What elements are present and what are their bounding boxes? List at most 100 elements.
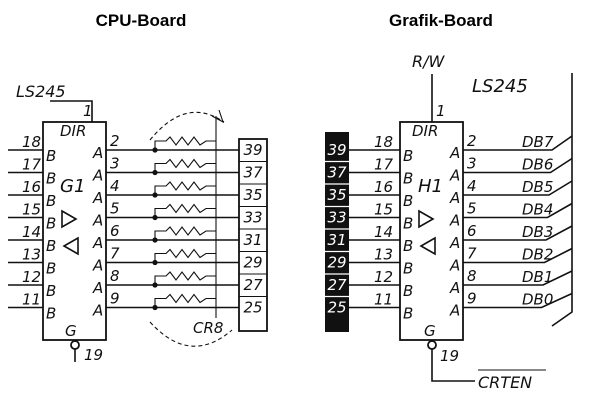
grafik-b-pin: 18 <box>374 133 393 151</box>
cpu-g-inversion-bubble <box>70 340 80 350</box>
grafik-ls245-chip <box>399 121 464 341</box>
grafik-a-label: A <box>449 212 460 230</box>
grafik-data-wire <box>463 270 573 286</box>
cpu-pullup-resistor <box>154 271 216 285</box>
cpu-chip-part-label: LS245 <box>16 82 66 101</box>
grafik-a-pin: 5 <box>467 200 477 218</box>
cpu-g-label: G <box>65 322 77 340</box>
cpu-pullup-resistor <box>154 293 216 308</box>
grafik-bus-edge <box>551 73 573 327</box>
cpu-a-pin: 5 <box>110 200 120 218</box>
cpu-a-label: A <box>92 167 103 185</box>
grafik-data-wire <box>463 157 573 174</box>
cpu-connector-pin: 33 <box>243 209 262 227</box>
grafik-g-pin: 19 <box>440 347 459 365</box>
grafik-chip-part-label: LS245 <box>472 76 528 97</box>
cpu-connector-pin: 27 <box>243 276 263 294</box>
grafik-a-pin: 8 <box>467 267 477 285</box>
cpu-connector-pin: 31 <box>243 231 262 249</box>
cpu-a-label: A <box>92 189 103 207</box>
grafik-data-wire <box>463 135 573 151</box>
grafik-connector-pin: 27 <box>327 276 347 294</box>
cpu-connector-pin: 39 <box>243 141 262 159</box>
grafik-a-label: A <box>449 279 460 297</box>
grafik-data-wire <box>463 292 573 309</box>
grafik-connector-pin: 37 <box>327 164 347 182</box>
grafik-a-pin: 4 <box>467 177 477 195</box>
cpu-dir-wire <box>50 100 93 122</box>
cpu-b-label: B <box>46 260 56 278</box>
grafik-data-bus-label: DB5 <box>522 178 553 196</box>
grafik-data-bus-label: DB7 <box>522 133 554 151</box>
grafik-connector-pin: 33 <box>327 209 346 227</box>
cpu-ls245-chip <box>42 121 107 341</box>
cpu-resistor-label: CR8 <box>193 319 223 337</box>
cpu-connector-pin: 29 <box>243 254 262 272</box>
grafik-data-wire <box>463 180 573 196</box>
cpu-b-pin: 16 <box>22 178 41 196</box>
grafik-connector <box>325 132 349 332</box>
cpu-resistor-arc-top <box>149 111 225 141</box>
grafik-b-pin: 15 <box>374 201 393 219</box>
grafik-a-pin: 3 <box>467 155 477 173</box>
cpu-b-pin: 12 <box>22 268 41 286</box>
grafik-g-inversion-bubble <box>427 340 437 350</box>
cpu-a-pin: 7 <box>110 245 120 263</box>
cpu-b-pin: 14 <box>22 223 41 241</box>
grafik-left-triangle-icon <box>419 236 436 256</box>
cpu-pullup-resistor <box>154 158 216 173</box>
cpu-pullup-resistor <box>154 226 216 240</box>
grafik-g-signal: CRTEN <box>478 373 532 392</box>
grafik-a-label: A <box>449 189 460 207</box>
cpu-a-label: A <box>92 302 103 320</box>
cpu-connector-pin: 37 <box>243 164 263 182</box>
grafik-data-wire <box>463 247 573 264</box>
cpu-a-pin: 6 <box>110 222 120 240</box>
cpu-a-label: A <box>92 279 103 297</box>
grafik-a-label: A <box>449 234 460 252</box>
cpu-dir-pin: 1 <box>83 102 93 120</box>
grafik-a-label: A <box>449 144 460 162</box>
cpu-pullup-resistor <box>154 136 216 150</box>
cpu-a-label: A <box>92 234 103 252</box>
cpu-b-pin: 13 <box>22 246 41 264</box>
grafik-data-bus-label: DB0 <box>522 291 553 309</box>
grafik-g-wire <box>431 349 475 382</box>
cpu-a-pin: 9 <box>110 290 120 308</box>
grafik-data-wire <box>463 225 573 241</box>
grafik-data-wire <box>463 202 573 219</box>
grafik-b-label: B <box>403 192 413 210</box>
grafik-b-label: B <box>403 147 413 165</box>
cpu-chip-name: G1 <box>60 176 85 197</box>
cpu-b-label: B <box>46 192 56 210</box>
grafik-a-pin: 2 <box>467 132 477 150</box>
grafik-board-title: Grafik-Board <box>389 11 493 30</box>
cpu-a-pin: 3 <box>110 155 120 173</box>
cpu-b-pin: 18 <box>22 133 41 151</box>
grafik-b-pin: 13 <box>374 246 393 264</box>
cpu-a-pin: 2 <box>110 132 120 150</box>
grafik-b-pin: 17 <box>374 156 394 174</box>
cpu-right-triangle-icon <box>61 209 78 229</box>
grafik-connector-pin: 25 <box>327 299 346 317</box>
grafik-b-label: B <box>403 305 413 323</box>
grafik-a-pin: 6 <box>467 222 477 240</box>
grafik-connector-pin: 31 <box>327 231 346 249</box>
cpu-b-label: B <box>46 282 56 300</box>
cpu-b-label: B <box>46 305 56 323</box>
grafik-data-bus-label: DB1 <box>522 268 553 286</box>
cpu-b-label: B <box>46 215 56 233</box>
cpu-a-label: A <box>92 257 103 275</box>
cpu-a-label: A <box>92 144 103 162</box>
cpu-pullup-resistor <box>154 248 216 263</box>
cpu-g-pin: 19 <box>84 346 103 364</box>
grafik-b-pin: 12 <box>374 268 393 286</box>
cpu-b-label: B <box>46 170 56 188</box>
cpu-board-title: CPU-Board <box>96 11 187 30</box>
grafik-b-pin: 16 <box>374 178 393 196</box>
cpu-b-label: B <box>46 237 56 255</box>
cpu-a-label: A <box>92 212 103 230</box>
